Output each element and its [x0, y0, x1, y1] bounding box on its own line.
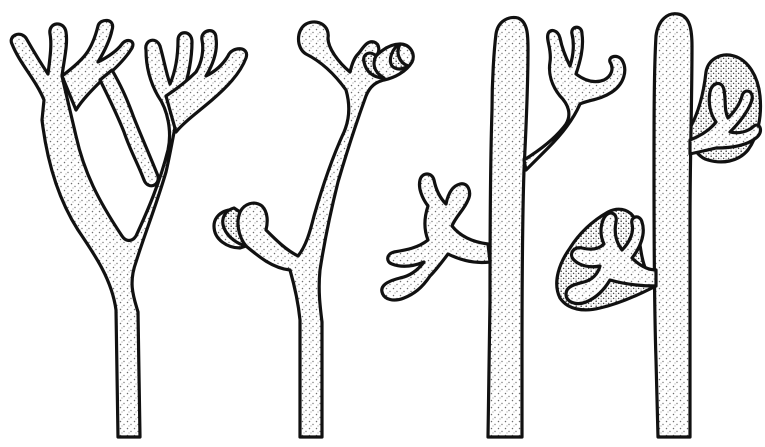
panel-4-webbed-laterals	[557, 14, 761, 437]
panel-1-dichotomous-branching	[11, 20, 246, 437]
panel-4-main-axis	[654, 14, 692, 437]
panel-3-upper-lateral	[524, 27, 625, 170]
panel-3-lower-lateral	[382, 174, 490, 300]
panel-1-mid-arm	[100, 70, 158, 186]
panel-2-stem	[214, 22, 413, 437]
panel-2-unequal-dichotomy	[214, 22, 413, 437]
panel-3-main-axis	[488, 18, 528, 437]
